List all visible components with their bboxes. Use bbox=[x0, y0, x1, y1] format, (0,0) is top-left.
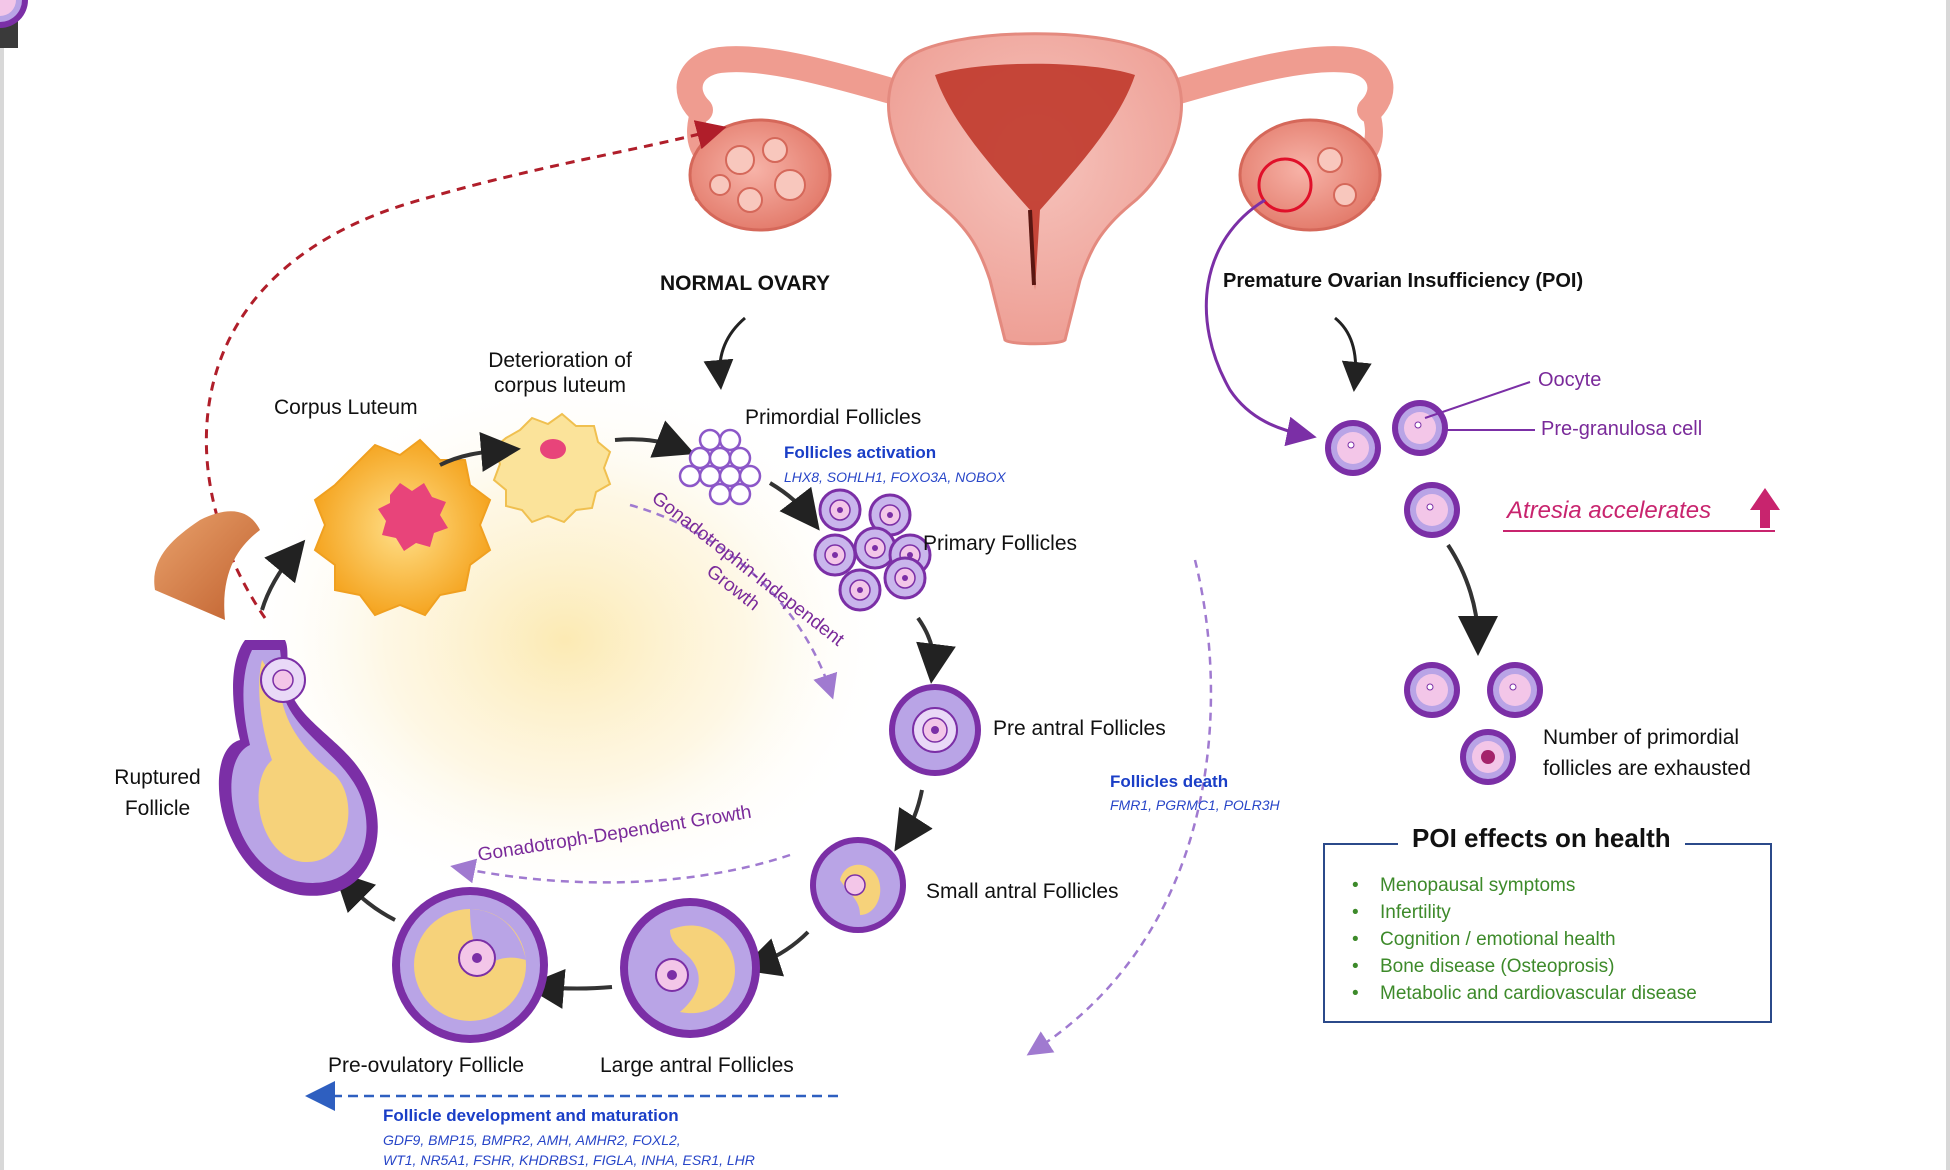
arrow-large-to-preovulatory bbox=[524, 968, 613, 1009]
poi-effect-text: Bone disease (Osteoprosis) bbox=[1380, 956, 1615, 977]
arrow-gonado-independent bbox=[629, 503, 838, 700]
poi-effects-list: • Menopausal symptoms • Infertility • Cogni… bbox=[1352, 872, 1697, 1007]
exhausted-label-line2: follicles are exhausted bbox=[1543, 757, 1751, 780]
bullet-icon: • bbox=[1352, 983, 1359, 1004]
primordial-follicles-label: Primordial Follicles bbox=[745, 406, 922, 429]
ruptured-label-line1: Ruptured bbox=[114, 766, 201, 789]
right-frame-border bbox=[1946, 0, 1950, 1170]
arrow-poi-ovary bbox=[1204, 198, 1317, 447]
development-title-label: Follicle development and maturation bbox=[383, 1106, 679, 1125]
preantral-follicles-label: Pre antral Follicles bbox=[993, 717, 1166, 740]
poi-primordial-follicles-icon bbox=[0, 0, 1544, 786]
preovulatory-follicle-label: Pre-ovulatory Follicle bbox=[328, 1054, 525, 1077]
arrow-cl-to-deterioration bbox=[439, 431, 521, 472]
atresia-underline bbox=[1503, 530, 1775, 532]
arrow-preovulatory-to-ruptured bbox=[333, 870, 396, 922]
deterioration-label-line2: corpus luteum bbox=[494, 374, 626, 397]
preovulatory-follicle-icon bbox=[392, 887, 548, 1043]
poi-effect-item: • Bone disease (Osteoprosis) bbox=[1352, 953, 1697, 980]
arrow-primary-to-preantral bbox=[916, 616, 956, 684]
arrow-primordial-to-primary bbox=[768, 481, 820, 531]
bullet-icon: • bbox=[1352, 902, 1359, 923]
large-antral-follicle-icon bbox=[620, 898, 760, 1038]
poi-effect-text: Cognition / emotional health bbox=[1380, 929, 1616, 950]
follicles-activation-label: Follicles activation bbox=[784, 443, 937, 462]
oocyte-label: Oocyte bbox=[1538, 369, 1602, 391]
arrow-poi-exhaustion bbox=[1446, 543, 1498, 656]
ruptured-follicle-icon bbox=[154, 511, 378, 896]
activation-genes-label: LHX8, SOHLH1, FOXO3A, NOBOX bbox=[784, 469, 1006, 485]
poi-effect-item: • Metabolic and cardiovascular disease bbox=[1352, 980, 1697, 1007]
bullet-icon: • bbox=[1352, 929, 1359, 950]
preantral-follicle-icon bbox=[889, 684, 981, 776]
poi-effect-item: • Menopausal symptoms bbox=[1352, 872, 1697, 899]
arrow-poi-title bbox=[1334, 316, 1372, 392]
poi-effect-text: Menopausal symptoms bbox=[1380, 875, 1576, 896]
arrow-preantral-to-small bbox=[894, 789, 933, 852]
poi-effects-title: POI effects on health bbox=[1398, 823, 1685, 854]
poi-effect-item: • Infertility bbox=[1352, 899, 1697, 926]
dashed-return-arrow bbox=[204, 120, 727, 619]
poi-effect-item: • Cognition / emotional health bbox=[1352, 926, 1697, 953]
poi-effect-text: Infertility bbox=[1380, 902, 1451, 923]
bullet-icon: • bbox=[1352, 956, 1359, 977]
primary-follicles-label: Primary Follicles bbox=[923, 532, 1078, 555]
arrow-normal-ovary bbox=[703, 316, 746, 390]
exhausted-label-line1: Number of primordial bbox=[1543, 726, 1740, 749]
exhausted-label: Number of primordial follicles are exhau… bbox=[1543, 722, 1751, 784]
death-genes-label: FMR1, PGRMC1, POLR3H bbox=[1110, 797, 1280, 813]
large-antral-follicles-label: Large antral Follicles bbox=[600, 1054, 794, 1077]
pre-granulosa-label: Pre-granulosa cell bbox=[1541, 418, 1703, 440]
primordial-follicles-icon bbox=[678, 428, 762, 506]
ruptured-follicle-label: Ruptured Follicle bbox=[100, 762, 215, 824]
poi-effects-box bbox=[1323, 843, 1772, 1023]
normal-ovary-label: NORMAL OVARY bbox=[660, 272, 830, 295]
bullet-icon: • bbox=[1352, 875, 1359, 896]
corpus-luteum-label: Corpus Luteum bbox=[274, 396, 418, 419]
arrow-gonado-dependent bbox=[450, 853, 791, 884]
deteriorating-corpus-luteum-icon bbox=[492, 412, 612, 524]
development-genes-line2: WT1, NR5A1, FSHR, KHDRBS1, FIGLA, INHA, … bbox=[383, 1152, 755, 1168]
small-antral-follicle-icon bbox=[810, 837, 906, 933]
arrow-follicles-death bbox=[1026, 559, 1213, 1056]
arrow-ruptured-to-cl bbox=[260, 539, 306, 611]
small-antral-follicles-label: Small antral Follicles bbox=[926, 880, 1119, 903]
ruptured-label-line2: Follicle bbox=[124, 797, 191, 820]
uterus-illustration bbox=[676, 32, 1394, 346]
development-genes-line1: GDF9, BMP15, BMPR2, AMH, AMHR2, FOXL2, bbox=[383, 1132, 681, 1148]
left-frame-border bbox=[0, 0, 4, 1170]
deterioration-label: Deterioration of corpus luteum bbox=[455, 348, 665, 398]
poi-title-label: Premature Ovarian Insufficiency (POI) bbox=[1223, 270, 1584, 292]
corpus-luteum-icon bbox=[313, 438, 492, 617]
follicles-death-label: Follicles death bbox=[1110, 772, 1229, 791]
arrow-small-to-large bbox=[739, 930, 810, 977]
oocyte-pointer-line bbox=[1424, 381, 1531, 419]
arrow-deterioration-to-primordial bbox=[614, 420, 695, 458]
poi-effect-text: Metabolic and cardiovascular disease bbox=[1380, 983, 1697, 1004]
atresia-label: Atresia accelerates bbox=[1507, 497, 1712, 524]
deterioration-label-line1: Deterioration of bbox=[488, 349, 632, 372]
atresia-up-arrow-icon bbox=[1750, 488, 1780, 528]
